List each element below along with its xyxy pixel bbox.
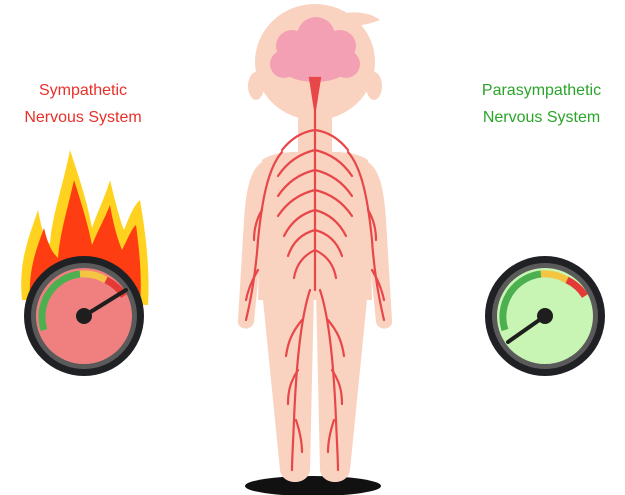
sympathetic-gauge — [24, 256, 144, 376]
parasympathetic-gauge-hub — [537, 308, 553, 324]
left-leg — [262, 290, 314, 482]
right-leg — [316, 290, 368, 482]
ground-shadow — [245, 476, 381, 495]
parasympathetic-gauge — [485, 256, 605, 376]
sympathetic-gauge-hub — [76, 308, 92, 324]
